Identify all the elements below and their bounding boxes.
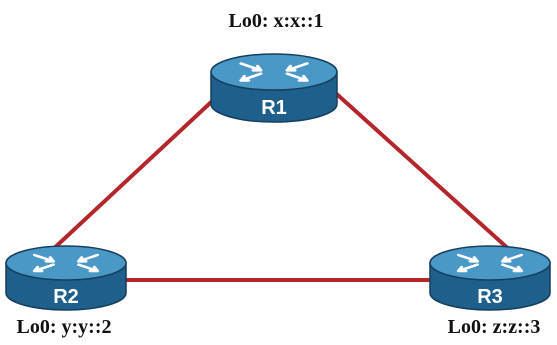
router-r3-loopback: Lo0: z:z::3: [448, 316, 541, 338]
link-r1-r3: [328, 86, 514, 254]
router-icon: [210, 53, 338, 123]
router-icon: [429, 245, 551, 311]
router-r1-loopback: Lo0: x:x::1: [229, 10, 324, 32]
router-r3[interactable]: R3: [429, 245, 551, 311]
links: [48, 86, 514, 282]
router-name: R2: [53, 286, 79, 308]
router-r1[interactable]: R1: [210, 53, 338, 123]
link-r1-r2: [48, 90, 224, 254]
router-r2[interactable]: R2: [5, 245, 127, 311]
router-name: R1: [261, 97, 287, 119]
router-name: R3: [477, 286, 503, 308]
router-r2-loopback: Lo0: y:y::2: [17, 316, 112, 338]
router-icon: [5, 245, 127, 311]
